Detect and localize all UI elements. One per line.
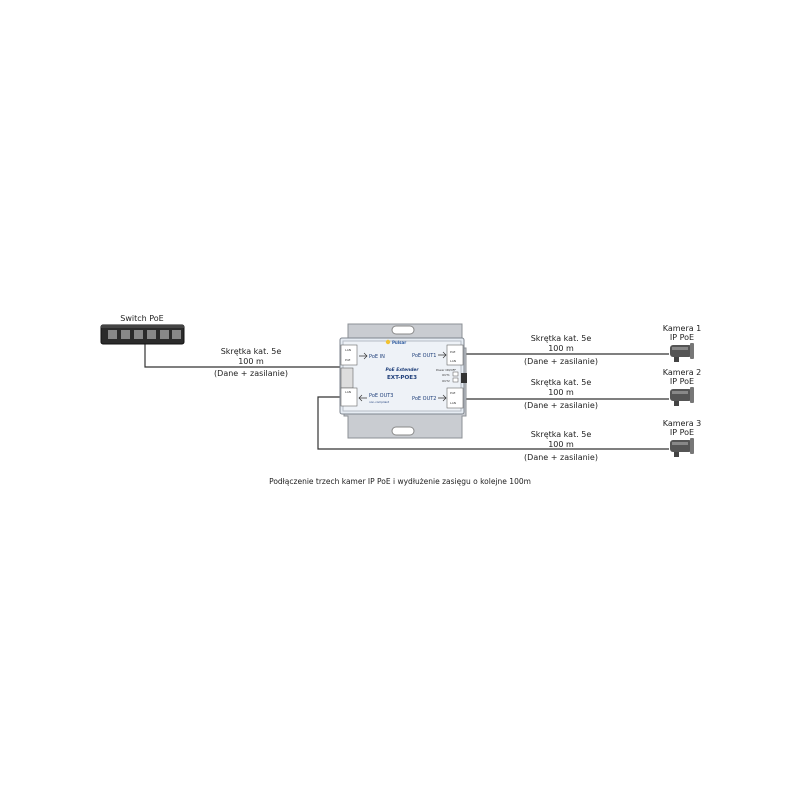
camera-3-name: Kamera 3 [662,419,702,428]
cable-switch-to-extender [144,344,346,368]
status-out1: OUT1 [442,373,450,377]
extender-subtitle: PoE Extender [385,367,419,373]
cable-out3-camera3 [317,396,669,450]
camera-1-label: Kamera 1 IP PoE [652,324,712,342]
link-1-label: Skrętka kat. 5e 100 m (Dane + zasilanie) [506,334,616,367]
status-led-out1 [452,371,459,377]
camera-3-type: IP PoE [669,428,695,437]
poe-switch [100,324,185,345]
camera-3-icon [670,438,694,457]
camera-2-icon [670,387,694,406]
arrow-out3-icon [358,394,367,402]
port-in-led-box [340,344,358,366]
input-cable-distance: 100 m [238,357,264,366]
switch-label: Switch PoE [120,314,164,323]
link-1-distance: 100 m [548,344,574,353]
input-cable-note: (Dane + zasilanie) [214,369,288,378]
diagram-caption: Podłączenie trzech kamer IP PoE i wydłuż… [269,477,531,486]
label-out3-note: non-compliant [369,400,390,404]
port-in-jack [340,367,354,389]
camera-2-name: Kamera 2 [662,368,702,377]
camera-2-label: Kamera 2 IP PoE [652,368,712,386]
camera-2-type: IP PoE [669,377,695,386]
port-out3-led-box [340,387,358,407]
poe-extender: Pulsar PoE Extender EXT-POE3 PoE IN PoE … [339,323,467,439]
link-1-cable-type: Skrętka kat. 5e [530,334,592,343]
led-lan-out2: LAN [450,401,456,405]
port-out2-led-box [446,387,464,409]
link-3-note: (Dane + zasilanie) [524,453,598,462]
link-3-cable-type: Skrętka kat. 5e [530,430,592,439]
label-poe-in: PoE IN [369,354,385,360]
link-2-cable-type: Skrętka kat. 5e [530,378,592,387]
led-lan-out3: LAN [345,390,351,394]
extender-model: EXT-POE3 [387,375,417,381]
camera-1-icon [670,343,694,362]
status-out2: OUT2 [442,379,450,383]
link-1-note: (Dane + zasilanie) [524,357,598,366]
link-2-label: Skrętka kat. 5e 100 m (Dane + zasilanie) [506,378,616,411]
arrow-in-icon [359,352,368,360]
extender-brand: Pulsar [392,340,406,345]
label-poe-out2: PoE OUT2 [412,396,436,402]
led-lan-in: LAN [345,348,351,352]
link-3-distance: 100 m [548,440,574,449]
status-led-out2 [452,377,459,383]
camera-3-label: Kamera 3 IP PoE [652,419,712,437]
status-title: Power ON/OFF [436,368,456,372]
link-2-note: (Dane + zasilanie) [524,401,598,410]
label-poe-out1: PoE OUT1 [412,353,436,359]
switch-ports [108,330,181,339]
input-link-label: Skrętka kat. 5e 100 m (Dane + zasilanie) [196,347,306,379]
mount-slot-top [391,325,415,335]
led-poe-out1: PoE [450,350,456,354]
port-out1-led-box [446,344,464,366]
led-poe-in: PoE [345,358,351,362]
camera-1-type: IP PoE [669,333,695,342]
link-3-label: Skrętka kat. 5e 100 m (Dane + zasilanie) [506,430,616,463]
arrow-out2-icon [438,394,447,402]
side-terminal [461,373,467,383]
led-poe-out2: PoE [450,391,456,395]
mount-slot-bottom [391,426,415,436]
cables [144,344,669,450]
label-poe-out3: PoE OUT3 [369,393,393,399]
led-lan-out1: LAN [450,359,456,363]
camera-1-name: Kamera 1 [662,324,702,333]
input-cable-type: Skrętka kat. 5e [220,347,282,356]
arrow-out1-icon [438,351,447,359]
link-2-distance: 100 m [548,388,574,397]
pulsar-logo-icon [385,339,391,345]
